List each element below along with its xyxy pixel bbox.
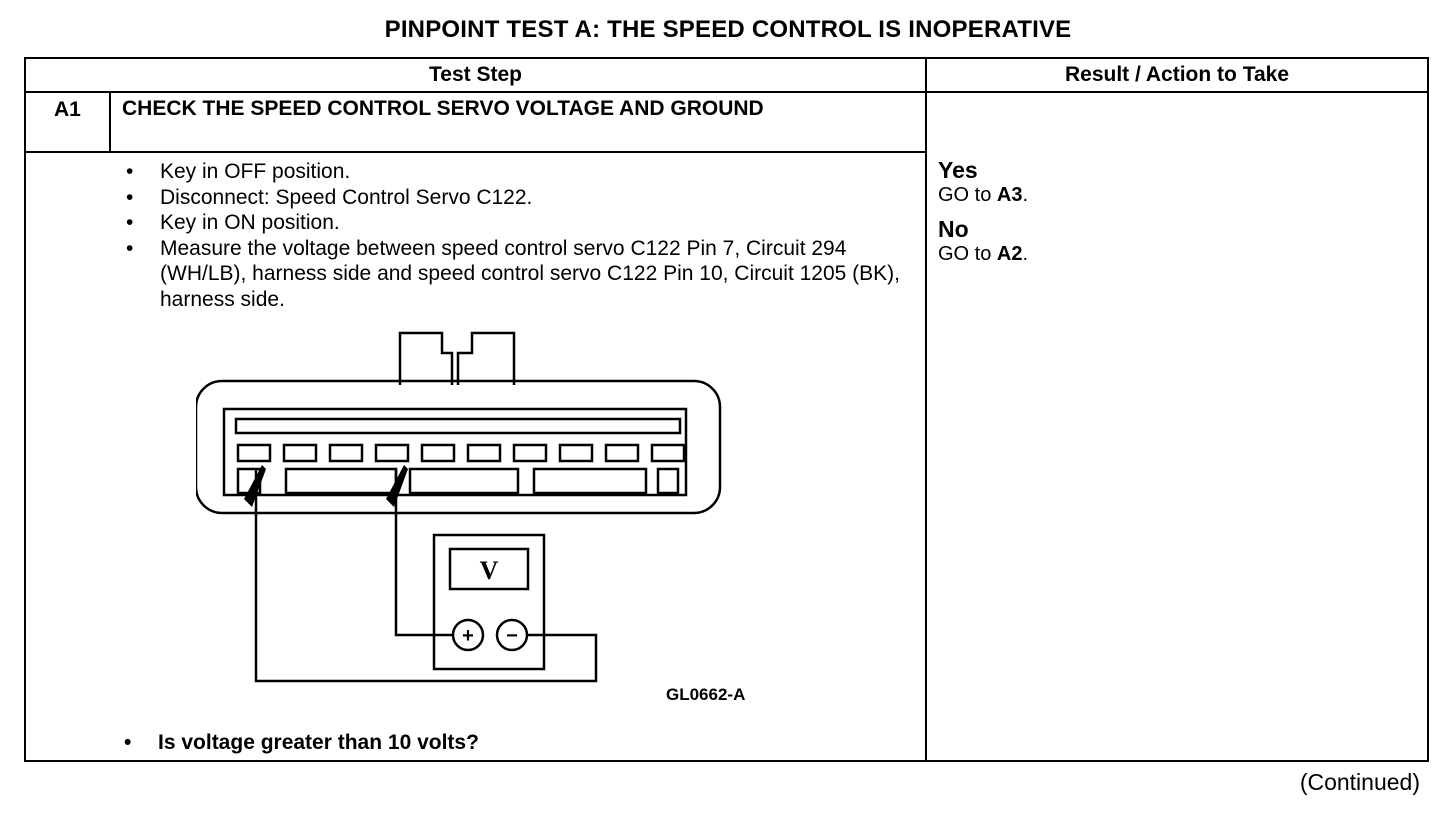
figure-id: GL0662-A: [666, 685, 746, 704]
result-column: Yes GO to A3. No GO to A2.: [938, 158, 1408, 276]
instruction-item: Disconnect: Speed Control Servo C122.: [118, 185, 918, 211]
instruction-item: Measure the voltage between speed contro…: [118, 236, 918, 313]
connector-inner-frame: [222, 407, 688, 497]
voltmeter-display: [448, 547, 530, 591]
terminal-row: [236, 443, 686, 463]
instruction-item: Key in OFF position.: [118, 159, 918, 185]
step-title: CHECK THE SPEED CONTROL SERVO VOLTAGE AN…: [122, 97, 764, 120]
result-no-target: A2: [996, 243, 1023, 265]
minus-label: −: [506, 625, 518, 647]
column-divider: [925, 59, 927, 760]
header-test-step: Test Step: [429, 63, 522, 86]
test-question: Is voltage greater than 10 volts?: [118, 731, 479, 755]
connector-latch-left: [398, 331, 454, 385]
connector-latch-right: [456, 331, 516, 385]
test-lead-negative: [254, 469, 598, 683]
page-title: PINPOINT TEST A: THE SPEED CONTROL IS IN…: [384, 16, 1072, 43]
pinpoint-test-table: Test Step Result / Action to Take A1 CHE…: [24, 57, 1429, 762]
connector-body: [196, 379, 722, 515]
connector-keyways: [236, 467, 680, 495]
voltmeter-body: [432, 533, 546, 671]
probe-tip-negative: [244, 465, 266, 507]
probe-tip-positive: [386, 465, 408, 507]
result-yes-label: Yes: [938, 157, 978, 183]
continued-note: (Continued): [1299, 769, 1420, 795]
header-result-action: Result / Action to Take: [1064, 63, 1290, 86]
result-yes-action: GO to A3.: [938, 184, 1029, 206]
instruction-item: Key in ON position.: [118, 210, 918, 236]
step-id: A1: [54, 98, 81, 121]
test-lead-positive: [394, 469, 453, 637]
plus-label: +: [462, 625, 474, 647]
voltmeter-display-label: V: [480, 556, 499, 585]
connector-top-strip: [234, 417, 682, 435]
step-title-divider: [26, 151, 925, 153]
result-no-action: GO to A2.: [938, 243, 1029, 265]
step-id-divider: [109, 92, 111, 152]
result-yes-target: A3: [996, 184, 1023, 206]
connector-voltmeter-diagram: V + −: [196, 331, 722, 683]
header-divider: [26, 91, 1427, 93]
instruction-list: Key in OFF position. Disconnect: Speed C…: [118, 159, 918, 312]
result-no-label: No: [938, 216, 969, 242]
